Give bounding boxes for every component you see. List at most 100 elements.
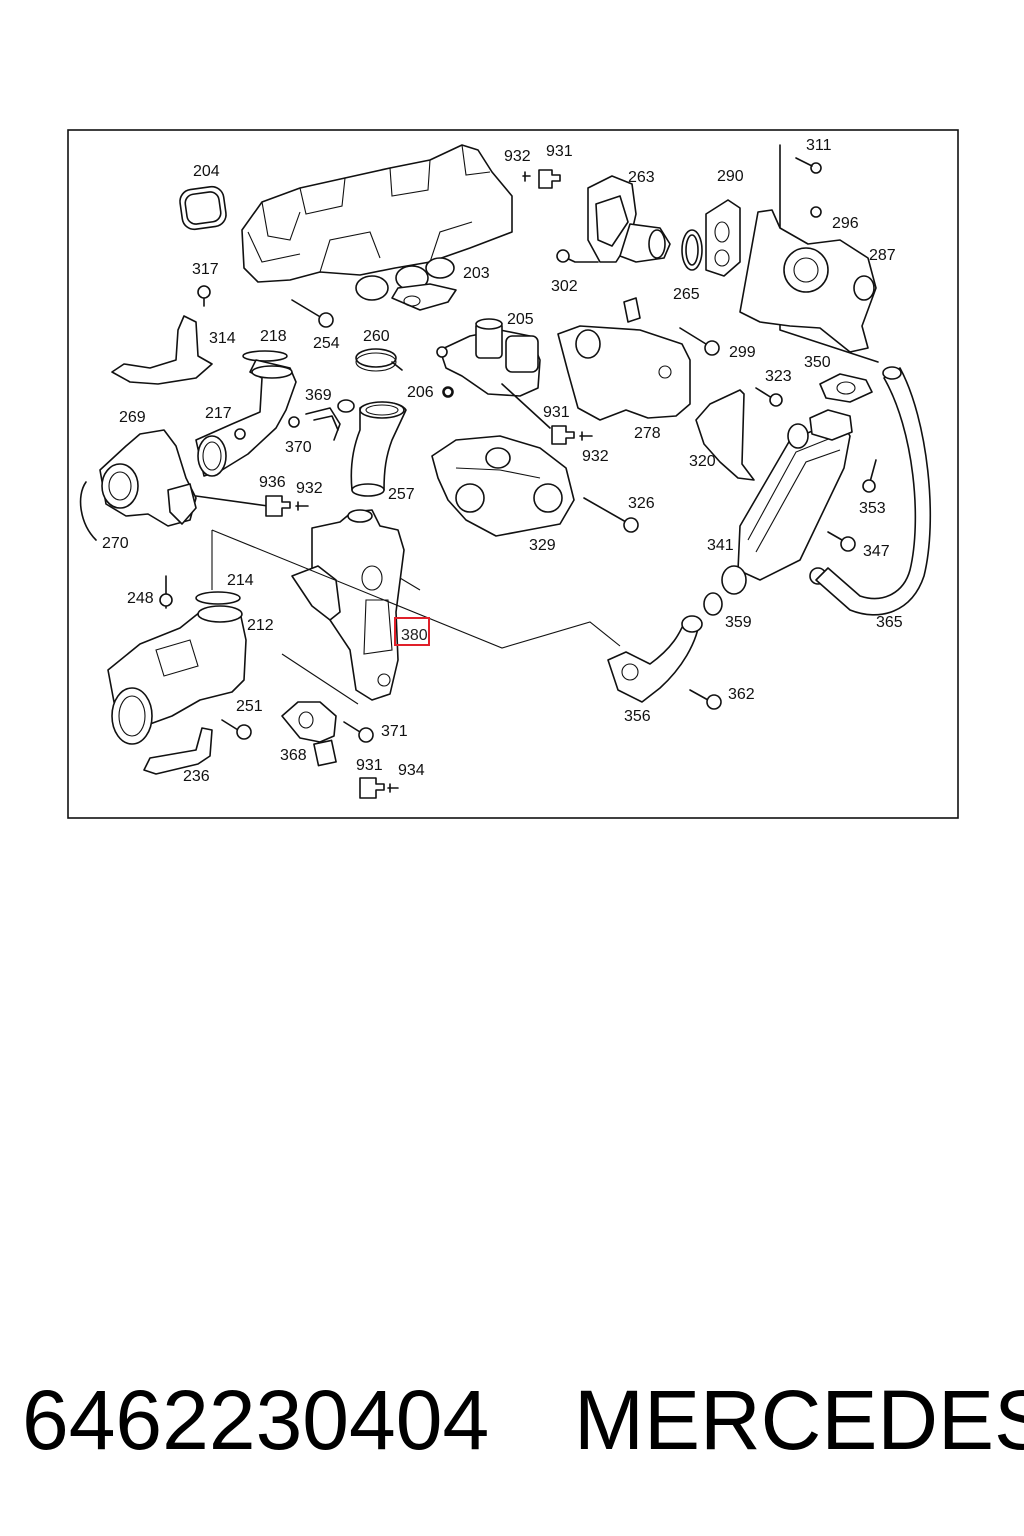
label-270: 270 bbox=[102, 535, 129, 552]
part-323-bolt bbox=[755, 387, 783, 407]
part-251-bolt bbox=[221, 719, 252, 740]
part-362-bolt bbox=[689, 689, 722, 710]
part-269-throttle bbox=[99, 429, 269, 527]
label-341: 341 bbox=[707, 537, 734, 554]
part-218-ring bbox=[242, 350, 288, 362]
part-290-gasket bbox=[705, 199, 741, 277]
part-248-bolt bbox=[159, 575, 173, 609]
label-380[interactable]: 380 bbox=[401, 627, 428, 644]
part-326-bolt bbox=[583, 497, 639, 533]
label-218: 218 bbox=[260, 328, 287, 345]
part-380-housing bbox=[211, 509, 621, 705]
label-236: 236 bbox=[183, 768, 210, 785]
label-931-mid: 931 bbox=[543, 404, 570, 421]
label-347: 347 bbox=[863, 543, 890, 560]
footer: 6462230404 MERCEDES bbox=[0, 1372, 1024, 1482]
label-320: 320 bbox=[689, 453, 716, 470]
label-302: 302 bbox=[551, 278, 578, 295]
label-278: 278 bbox=[634, 425, 661, 442]
part-353-bolt bbox=[862, 459, 877, 493]
part-314-bracket bbox=[111, 285, 213, 385]
label-248: 248 bbox=[127, 590, 154, 607]
label-299: 299 bbox=[729, 344, 756, 361]
label-323: 323 bbox=[765, 368, 792, 385]
part-287-housing bbox=[739, 144, 879, 363]
part-260-clamp bbox=[355, 348, 403, 372]
label-214: 214 bbox=[227, 572, 254, 589]
brand-name: MERCEDES bbox=[574, 1373, 1024, 1467]
part-278-bracket bbox=[557, 297, 720, 421]
part-936-932 bbox=[265, 495, 309, 517]
label-260: 260 bbox=[363, 328, 390, 345]
label-932-left: 932 bbox=[296, 480, 323, 497]
parts-diagram: 204 932 931 263 290 311 296 317 203 302 … bbox=[67, 129, 959, 819]
highlight-box-380 bbox=[394, 617, 430, 646]
label-217: 217 bbox=[205, 405, 232, 422]
part-356-pipe bbox=[607, 615, 703, 703]
part-341-egr-cooler bbox=[721, 409, 853, 595]
label-932-mid: 932 bbox=[582, 448, 609, 465]
label-936: 936 bbox=[259, 474, 286, 491]
part-217-pipe bbox=[195, 359, 297, 477]
label-311: 311 bbox=[806, 137, 832, 154]
part-206-bolt bbox=[443, 387, 453, 397]
label-203: 203 bbox=[463, 265, 490, 282]
label-317: 317 bbox=[192, 261, 219, 278]
part-329-housing bbox=[431, 435, 575, 537]
label-353: 353 bbox=[859, 500, 886, 517]
label-212: 212 bbox=[247, 617, 274, 634]
part-931-932-top bbox=[522, 169, 561, 189]
label-290: 290 bbox=[717, 168, 744, 185]
part-204-gasket bbox=[179, 185, 227, 231]
label-257: 257 bbox=[388, 486, 415, 503]
part-371-bolt bbox=[343, 721, 374, 743]
part-359-ring bbox=[703, 592, 723, 616]
part-236-bracket bbox=[143, 727, 213, 775]
label-370: 370 bbox=[285, 439, 312, 456]
label-265: 265 bbox=[673, 286, 700, 303]
part-number: 6462230404 bbox=[22, 1373, 490, 1467]
part-347-bolt bbox=[827, 531, 856, 552]
label-326: 326 bbox=[628, 495, 655, 512]
label-368: 368 bbox=[280, 747, 307, 764]
diagram-frame bbox=[67, 129, 959, 819]
label-263: 263 bbox=[628, 169, 655, 186]
part-265-gasket bbox=[681, 229, 703, 271]
part-369-pipe bbox=[288, 399, 355, 441]
label-931-bottom: 931 bbox=[356, 757, 383, 774]
label-365: 365 bbox=[876, 614, 903, 631]
label-204: 204 bbox=[193, 163, 220, 180]
part-263-valve bbox=[556, 175, 671, 263]
label-362: 362 bbox=[728, 686, 755, 703]
label-329: 329 bbox=[529, 537, 556, 554]
part-270-clip bbox=[79, 481, 97, 541]
label-287: 287 bbox=[869, 247, 896, 264]
part-254-bolt bbox=[291, 299, 334, 328]
label-314: 314 bbox=[209, 330, 236, 347]
part-203-intake-manifold bbox=[241, 144, 513, 311]
label-359: 359 bbox=[725, 614, 752, 631]
part-365-pipe bbox=[815, 366, 932, 616]
label-254: 254 bbox=[313, 335, 340, 352]
label-296: 296 bbox=[832, 215, 859, 232]
label-932: 932 bbox=[504, 148, 531, 165]
part-350-gasket bbox=[819, 373, 873, 403]
part-257-hose bbox=[350, 401, 407, 497]
part-931-934-bottom bbox=[359, 777, 399, 799]
part-931-932-mid bbox=[551, 425, 593, 445]
label-371: 371 bbox=[381, 723, 408, 740]
label-369: 369 bbox=[305, 387, 332, 404]
label-205: 205 bbox=[507, 311, 534, 328]
part-320-bracket bbox=[695, 389, 755, 481]
label-931: 931 bbox=[546, 143, 573, 160]
part-368-sensor bbox=[281, 701, 337, 767]
label-350: 350 bbox=[804, 354, 831, 371]
part-214-ring bbox=[195, 591, 241, 605]
label-206: 206 bbox=[407, 384, 434, 401]
label-269: 269 bbox=[119, 409, 146, 426]
label-251: 251 bbox=[236, 698, 263, 715]
label-356: 356 bbox=[624, 708, 651, 725]
label-934: 934 bbox=[398, 762, 425, 779]
part-205-actuator bbox=[436, 318, 551, 429]
part-212-throttle-body bbox=[107, 605, 247, 745]
